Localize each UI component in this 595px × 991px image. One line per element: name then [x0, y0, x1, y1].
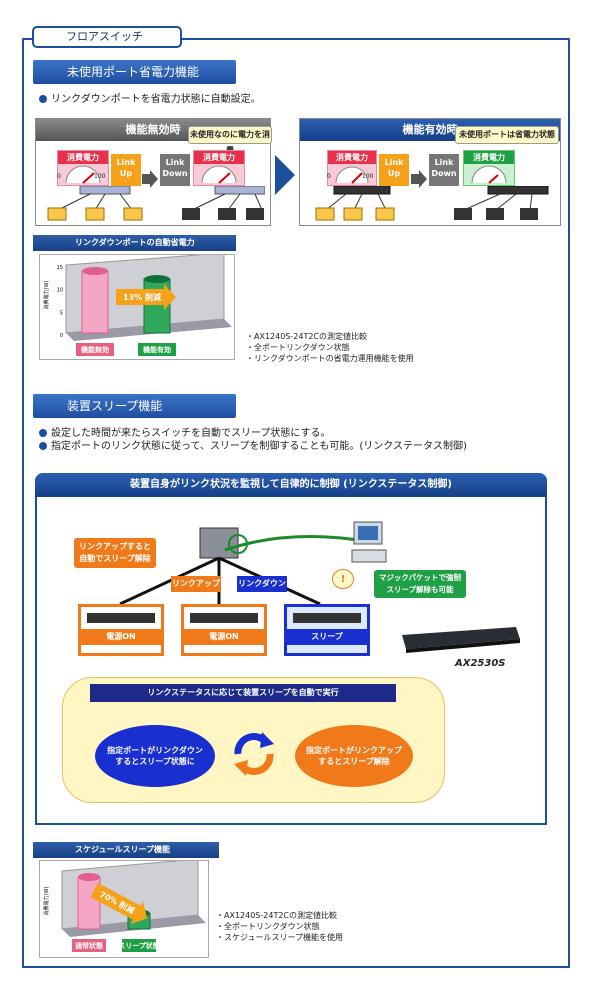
ax2530s-switch-icon: [402, 627, 520, 653]
power-meter: 消費電力: [193, 150, 245, 186]
link-down-badge: Link Down: [429, 154, 459, 186]
y-axis-label: 消費電力(W): [43, 887, 50, 916]
reduction-arrow-shape: [116, 284, 176, 310]
chart2-heading: スケジュールスリープ機能: [33, 842, 219, 858]
note-line: ・全ポートリンクダウン状態: [216, 922, 320, 931]
bar: [77, 876, 101, 930]
section1-bullet: リンクダウンポートを省電力状態に自動設定。: [37, 93, 437, 106]
category-label-bg: [76, 343, 114, 356]
pc-icon: [351, 521, 387, 563]
diagram-title: 装置自身がリンク状況を監視して自律的に制御 (リンクステータス制御): [35, 473, 547, 497]
model-name: AX2530S: [455, 658, 506, 669]
panel-off-callout: 未使用なのに電力を消費: [188, 126, 272, 155]
power-meter: 消費電力: [463, 150, 515, 186]
panel-on-callout: 未使用ポートは省電力状態: [455, 126, 559, 144]
ellipse-linkup-wake: 指定ポートがリンクアップ するとスリープ解除: [295, 725, 413, 787]
category-label: スリープ状態: [118, 941, 160, 950]
network-topology-icon: [315, 186, 549, 221]
link-up-badge: Link Up: [111, 154, 141, 186]
section2-heading: 装置スリープ機能: [33, 394, 236, 418]
category-label: 機能無効: [81, 345, 109, 354]
category-label: 通常状態: [75, 941, 103, 950]
gauge-icon: [335, 166, 369, 184]
y-tick-label: 5: [60, 310, 63, 316]
category-label-bg: [72, 939, 106, 952]
note-line: ・全ポートリンクダウン状態: [246, 343, 350, 352]
scale-min: 0: [327, 173, 331, 180]
section2-notes: ・AX1240S-24T2Cの測定値比較 ・全ポートリンクダウン状態 ・スケジュ…: [216, 910, 436, 943]
cycle-banner: リンクステータスに応じて装置スリープを自動で実行: [90, 684, 396, 702]
switch-node: 電源ON: [78, 604, 164, 656]
power-meter: 消費電力: [57, 150, 109, 186]
category-label-bg: [122, 939, 156, 952]
y-tick-label: 15: [57, 265, 63, 271]
chart2-svg: 消費電力(W)通常状態スリープ状態70% 削減: [43, 858, 206, 952]
main-frame: [22, 38, 570, 968]
bar-top: [78, 873, 100, 881]
bar: [81, 270, 109, 334]
scale-min: 0: [57, 173, 61, 180]
category-label-bg: [138, 343, 176, 356]
ellipse-linkdown-sleep: 指定ポートがリンクダウン するとスリープ状態に: [95, 725, 215, 787]
link-down-badge: Link Down: [160, 154, 190, 186]
link-up-badge: Link Up: [379, 154, 409, 186]
y-tick-label: 10: [57, 288, 63, 294]
reduction-arrow: 13% 削減: [116, 284, 176, 310]
meter-label: 消費電力: [194, 151, 244, 164]
reduction-arrow-shape: [90, 883, 148, 925]
switch-icon: [293, 613, 361, 623]
section1-heading: 未使用ポート省電力機能: [33, 60, 236, 84]
arrow-right-icon: [411, 170, 427, 188]
arrow-right-icon: [142, 170, 158, 188]
bar-top: [82, 267, 108, 275]
callout-linkup-wake: リンクアップすると 自動でスリープ解除: [74, 538, 156, 568]
chart1-svg: 消費電力(W) 15 10 5 0 機能無効 機能有効 13% 削減: [43, 252, 232, 356]
gauge-icon: [201, 165, 237, 184]
note-line: ・AX1240S-24T2Cの測定値比較: [246, 332, 368, 341]
meter-label: 消費電力: [464, 151, 514, 164]
chart1-area: 消費電力(W) 15 10 5 0 機能無効 機能有効 13% 削減: [39, 252, 235, 360]
switch-status: 電源ON: [184, 629, 264, 645]
network-topology-icon: [47, 186, 265, 221]
section2-bullet: 指定ポートのリンク状態に従って、スリープを制御することも可能。(リンクステータス…: [37, 440, 557, 453]
tag-linkup: リンクアップ: [171, 576, 221, 592]
gauge-icon: [65, 165, 101, 184]
gauge-icon: [471, 165, 507, 184]
switch-node: スリープ: [284, 604, 370, 656]
power-meter: 消費電力: [327, 150, 377, 186]
y-tick-label: 0: [60, 333, 63, 339]
tag-linkdown: リンクダウン: [237, 576, 287, 592]
switch-icon: [87, 613, 155, 623]
category-label: 機能有効: [143, 345, 171, 354]
switch-node: 電源ON: [181, 604, 267, 656]
switch-status: スリープ: [287, 629, 367, 645]
section2-bullet: 設定した時間が来たらスイッチを自動でスリープ状態にする。: [37, 427, 537, 440]
callout-magic-packet: マジックパケットで強制 スリープ解除も可能: [374, 570, 466, 598]
bar-top: [144, 275, 170, 284]
chart1-heading: リンクダウンポートの自動省電力: [33, 235, 236, 251]
meter-label: 消費電力: [58, 151, 108, 164]
note-line: ・AX1240S-24T2Cの測定値比較: [216, 911, 338, 920]
cycle-arrows-icon: [234, 732, 274, 776]
note-line: ・リンクダウンポートの省電力運用機能を使用: [246, 354, 414, 363]
scale-max: 100: [362, 173, 374, 180]
note-line: ・スケジュールスリープ機能を使用: [216, 933, 343, 942]
meter-label: 消費電力: [328, 151, 376, 164]
switch-icon: [190, 613, 258, 623]
reduction-label: 13% 削減: [123, 292, 161, 302]
page-title: フロアスイッチ: [32, 26, 182, 48]
exclaim-bubble: !: [332, 569, 354, 589]
scale-max: 100: [94, 173, 106, 180]
arrow-right-icon: [275, 155, 295, 195]
y-axis-label: 消費電力(W): [43, 281, 50, 310]
section1-notes: ・AX1240S-24T2Cの測定値比較 ・全ポートリンクダウン状態 ・リンクダ…: [246, 331, 466, 364]
switch-status: 電源ON: [81, 629, 161, 645]
